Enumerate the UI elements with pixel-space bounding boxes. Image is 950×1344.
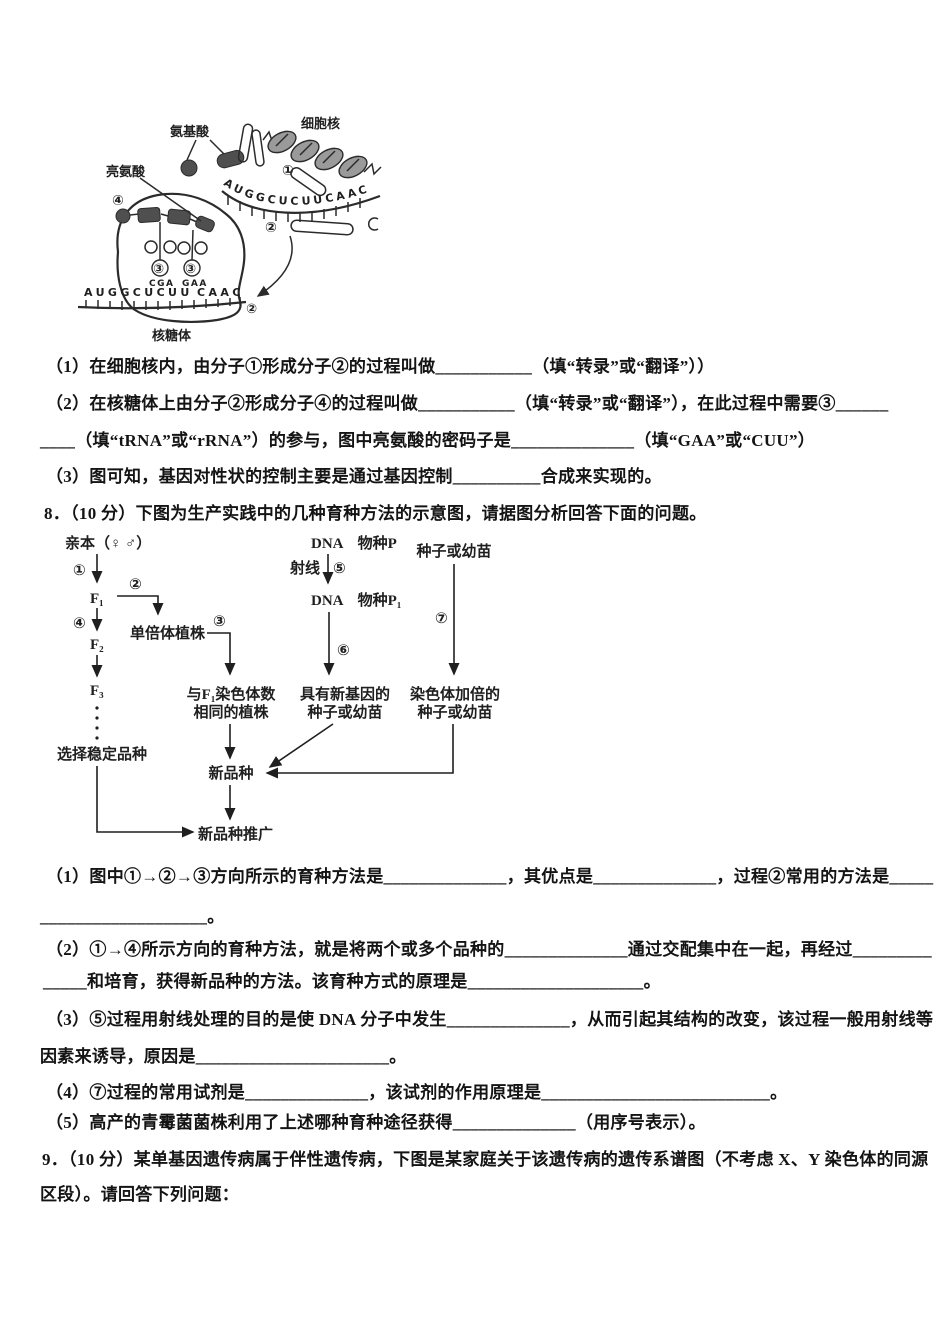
peptide-chain (115, 206, 215, 233)
rna-fragment (368, 217, 379, 231)
q8-line-4: _____和培育，获得新品种的方法。该育种方式的原理是_____________… (43, 972, 661, 991)
leucine-pointer (139, 177, 202, 222)
marker-4: ④ (112, 194, 124, 209)
trna-right (177, 229, 208, 277)
mrna-top-strand (221, 190, 381, 214)
q8-line-7: （4）⑦过程的常用试剂是______________，该试剂的作用原理是____… (46, 1083, 788, 1102)
mrna-bottom-sequence-left: AUGGCUCUU (84, 286, 193, 299)
anticodon-right: GAA (182, 279, 208, 289)
q8-line-6: 因素来诱导，原因是______________________。 (40, 1047, 407, 1066)
amino-acid-pointer-right (209, 139, 225, 155)
node-dna-p1: DNA 物种P₁ (311, 591, 401, 609)
node-parent: 亲本（♀ ♂） (65, 534, 151, 552)
node-promotion: 新品种推广 (198, 825, 273, 843)
node-haploid: 单倍体植株 (130, 624, 206, 642)
arrow-newgene-to-variety (268, 723, 334, 768)
step-3-label: ③ (213, 614, 226, 630)
node-doubled-2: 种子或幼苗 (416, 703, 492, 721)
node-new-gene-2: 种子或幼苗 (306, 703, 382, 721)
mrna-transport-arrow (256, 235, 293, 297)
marker-3-right: ③ (185, 261, 196, 276)
anticodon-left: CGA (149, 279, 174, 289)
q8-line-2: ___________________。 (40, 907, 225, 926)
node-same-chromosome-1: 与F₁染色体数 (187, 685, 277, 703)
arrow-step3 (207, 632, 236, 676)
free-amino-acid (180, 159, 198, 177)
breeding-flowchart: 亲本（♀ ♂） ① F₁ ② ④ F₂ F₃ 选择稳定品种 单倍体植株 ③ 与F… (57, 534, 500, 843)
q8-stem: 8．（10 分）下图为生产实践中的几种育种方法的示意图，请据图分析回答下面的问题… (44, 504, 707, 523)
q7-line-4: （3）图可知，基因对性状的控制主要是通过基因控制__________合成来实现的… (46, 467, 662, 486)
step-1-label: ① (73, 563, 86, 579)
ray-label: 射线 (289, 559, 320, 577)
node-dna-p: DNA 物种P (311, 534, 397, 552)
mrna-top-teeth (227, 195, 361, 222)
mrna-bottom-strand (77, 300, 247, 310)
step-4-label: ④ (73, 616, 86, 632)
arrow-step2 (117, 595, 164, 616)
dna-helix (262, 130, 382, 179)
q7-line-2: （2）在核糖体上由分子②形成分子④的过程叫做___________（填“转录”或… (46, 394, 889, 413)
q8-line-1: （1）图中①→②→③方向所示的育种方法是______________，其优点是_… (46, 867, 934, 886)
arrow-doubled-to-variety (265, 724, 454, 779)
q9-line-2: 区段）。请回答下列问题： (40, 1185, 240, 1204)
node-f2: F₂ (90, 637, 104, 653)
node-new-gene-1: 具有新基因的 (300, 685, 390, 703)
ellipsis-dots (95, 706, 99, 740)
node-same-chromosome-2: 相同的植株 (193, 703, 269, 721)
step-6-label: ⑥ (337, 643, 350, 659)
arrow-stable-to-promotion (96, 766, 195, 838)
node-f1: F₁ (90, 591, 104, 607)
mrna-bottom-sequence-right: CAAC (197, 286, 244, 299)
leucine-label: 亮氨酸 (106, 164, 146, 179)
node-f3: F₃ (90, 683, 104, 699)
translation-diagram: 氨基酸 细胞核 ① AUGGCUCUUC (77, 116, 382, 343)
step-7-label: ⑦ (435, 611, 448, 627)
marker-3-left: ③ (153, 261, 164, 276)
node-new-variety: 新品种 (208, 764, 253, 782)
step-5-label: ⑤ (333, 561, 346, 577)
node-doubled-1: 染色体加倍的 (409, 685, 500, 703)
marker-1: ① (282, 164, 294, 179)
rna-rod-4 (290, 219, 354, 236)
amino-acid-pointer-left (186, 139, 197, 161)
rna-rod-1 (237, 123, 254, 163)
marker-2-top: ② (265, 221, 277, 236)
q7-line-1: （1）在细胞核内，由分子①形成分子②的过程叫做___________（填“转录”… (46, 357, 715, 376)
rna-rod-2 (251, 129, 265, 167)
rna-rod-3 (290, 167, 327, 197)
q7-line-3: ____（填“tRNA”或“rRNA”）的参与，图中亮氨酸的密码子是______… (40, 431, 816, 450)
nucleus-label: 细胞核 (301, 116, 340, 131)
q8-line-5: （3）⑤过程用射线处理的目的是使 DNA 分子中发生______________… (46, 1010, 934, 1029)
mrna-bottom-teeth (85, 297, 241, 310)
ribosome-label: 核糖体 (152, 328, 192, 343)
node-seed: 种子或幼苗 (415, 542, 491, 560)
node-select-stable: 选择稳定品种 (57, 745, 147, 763)
trna-amino-acid-complex (216, 149, 245, 169)
ribosome-outline (116, 192, 246, 323)
step-2-label: ② (129, 577, 142, 593)
q8-line-8: （5）高产的青霉菌菌株利用了上述哪种育种途径获得______________（用… (46, 1113, 706, 1132)
amino-acid-label: 氨基酸 (169, 124, 210, 139)
q8-line-3: （2）①→④所示方向的育种方法，就是将两个或多个品种的_____________… (46, 940, 932, 959)
trna-left (144, 222, 177, 277)
q9-line-1: 9．（10 分）某单基因遗传病属于伴性遗传病，下图是某家庭关于该遗传病的遗传系谱… (42, 1150, 929, 1169)
marker-2-bottom: ② (246, 301, 257, 316)
